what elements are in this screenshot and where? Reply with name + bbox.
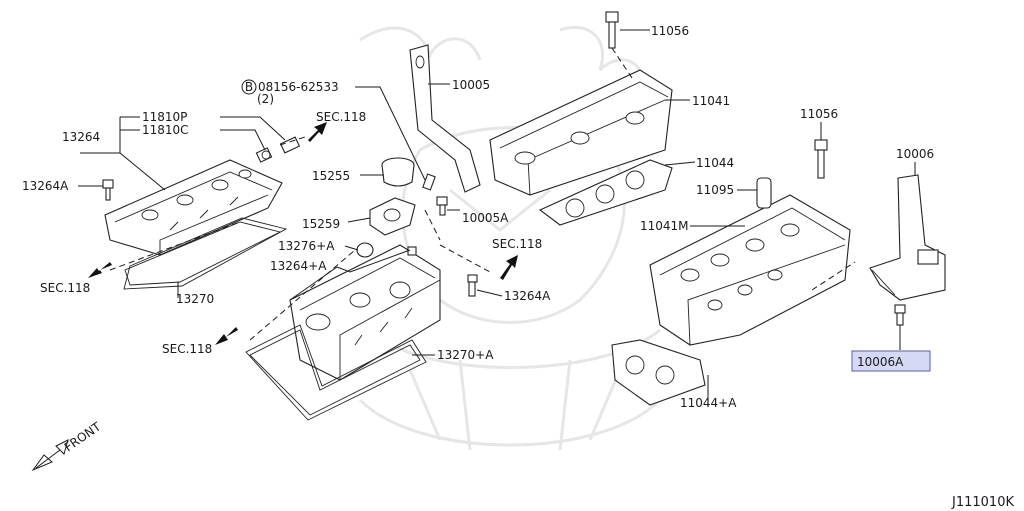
- bolt-10005a: [436, 196, 448, 216]
- label-10006[interactable]: 10006: [896, 147, 934, 161]
- pcv-valve: [255, 136, 301, 163]
- cap-15255: [381, 157, 415, 187]
- valve-cover-center: [289, 244, 441, 381]
- label-front: FRONT: [62, 419, 104, 454]
- sec-arrow-bottom: [215, 327, 238, 345]
- dashed-assembly-lines: [109, 47, 856, 341]
- sec-arrow-top: [308, 122, 327, 142]
- bolt-11056-right: [814, 139, 828, 179]
- cylinder-head-11041m: [649, 194, 851, 346]
- label-11041m[interactable]: 11041M: [640, 219, 689, 233]
- gasket-13270a: [245, 324, 427, 421]
- bolt-13264a-left: [102, 179, 114, 201]
- cylinder-head-11041: [489, 69, 673, 196]
- gasket-13270: [123, 217, 288, 290]
- front-arrow: [31, 439, 69, 472]
- label-13264[interactable]: 13264: [62, 130, 100, 144]
- bolt-15259: [422, 173, 436, 191]
- label-11810c[interactable]: 11810C: [142, 123, 189, 137]
- label-11044[interactable]: 11044: [696, 156, 734, 170]
- label-11056-top[interactable]: 11056: [651, 24, 689, 38]
- label-11095[interactable]: 11095: [696, 183, 734, 197]
- label-13264a-left[interactable]: 13264A: [22, 179, 69, 193]
- valve-cover-left: [104, 159, 283, 256]
- bolt-13264a-right: [467, 274, 478, 297]
- label-08156-62533[interactable]: 08156-62533: [258, 80, 339, 94]
- bolt-11056-top: [605, 11, 619, 49]
- label-13270[interactable]: 13270: [176, 292, 214, 306]
- label-15259[interactable]: 15259: [302, 217, 340, 231]
- label-10005a[interactable]: 10005A: [462, 211, 509, 225]
- label-15255[interactable]: 15255: [312, 169, 350, 183]
- gasket-11044: [538, 159, 673, 226]
- badge-letter: B: [245, 80, 253, 94]
- bolt-badge: B: [241, 79, 257, 95]
- label-11056-right[interactable]: 11056: [800, 107, 838, 121]
- label-13270a[interactable]: 13270+A: [437, 348, 494, 362]
- label-11044a[interactable]: 11044+A: [680, 396, 737, 410]
- label-11810p[interactable]: 11810P: [142, 110, 187, 124]
- highlight-box-10006a: [851, 350, 931, 372]
- label-sec-118-left[interactable]: SEC.118: [40, 281, 90, 295]
- label-08156-qty: (2): [257, 92, 274, 106]
- label-10006a[interactable]: 10006A: [857, 355, 904, 369]
- housing-15259: [369, 197, 416, 236]
- diagram-code: J111010K: [951, 495, 1014, 510]
- sec-arrow-mid: [500, 255, 518, 280]
- label-sec-118-top[interactable]: SEC.118: [316, 110, 366, 124]
- label-13264a-right[interactable]: 13264A: [504, 289, 551, 303]
- label-10005[interactable]: 10005: [452, 78, 490, 92]
- bracket-10006: [869, 174, 946, 301]
- sec-arrow-left: [88, 262, 112, 278]
- label-11041[interactable]: 11041: [692, 94, 730, 108]
- label-13264pa[interactable]: 13264+A: [270, 259, 327, 273]
- bolt-13264a-center: [407, 246, 417, 256]
- label-13276a[interactable]: 13276+A: [278, 239, 335, 253]
- leader-lines: [78, 29, 916, 398]
- dowel-11095: [756, 177, 772, 209]
- label-sec-118-mid[interactable]: SEC.118: [492, 237, 542, 251]
- bracket-10005: [409, 44, 481, 193]
- label-sec-118-bottom[interactable]: SEC.118: [162, 342, 212, 356]
- seal-13276a: [356, 242, 374, 258]
- gasket-11044a: [611, 339, 706, 406]
- bolt-10006a: [894, 304, 906, 326]
